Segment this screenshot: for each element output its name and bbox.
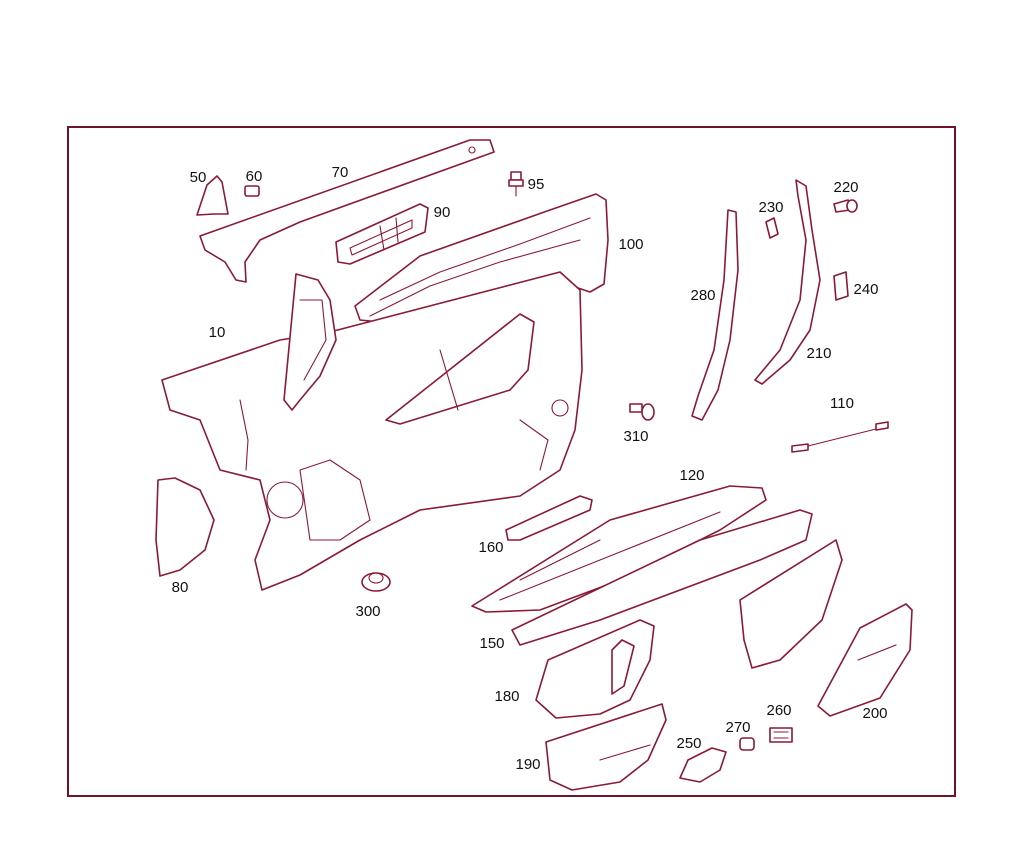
callout-label: 310 <box>623 428 648 445</box>
callout-label: 230 <box>758 199 783 216</box>
part-10-door-inner-panel <box>161 271 583 591</box>
callout-label: 60 <box>246 168 263 185</box>
part-60-clip <box>244 185 260 197</box>
callout-label: 150 <box>479 635 504 652</box>
callout-label: 270 <box>725 719 750 736</box>
callout-label: 10 <box>209 324 226 341</box>
part-260-connector <box>769 727 793 743</box>
part-110-cable <box>791 421 889 453</box>
callout-label: 100 <box>618 236 643 253</box>
callout-label: 80 <box>172 579 189 596</box>
callout-label: 90 <box>434 204 451 221</box>
part-120-armrest-carrier <box>471 485 767 613</box>
part-80-speaker-cover <box>155 477 215 577</box>
callout-label: 190 <box>515 756 540 773</box>
part-210-weatherstrip-trim <box>754 179 821 385</box>
part-300-grommet <box>361 572 391 592</box>
callout-label: 50 <box>190 169 207 186</box>
callout-label: 180 <box>494 688 519 705</box>
part-100-inner-bracket <box>354 193 609 323</box>
part-220-screw <box>833 199 858 213</box>
callout-label: 260 <box>766 702 791 719</box>
part-200-side-cover <box>817 603 913 717</box>
callout-label: 200 <box>862 705 887 722</box>
callout-label: 240 <box>853 281 878 298</box>
part-70-upper-trim <box>199 139 495 283</box>
diagram-frame <box>67 126 956 797</box>
callout-label: 280 <box>690 287 715 304</box>
part-230-clip <box>765 217 779 239</box>
callout-label: 95 <box>528 176 545 193</box>
callout-label: 210 <box>806 345 831 362</box>
part-90-switch-bezel <box>335 203 429 265</box>
callout-label: 250 <box>676 735 701 752</box>
part-250-handle-cap <box>679 747 727 783</box>
callout-label: 220 <box>833 179 858 196</box>
part-180-trim-insert <box>535 539 843 719</box>
callout-label: 300 <box>355 603 380 620</box>
part-150-door-trim-panel <box>511 509 813 646</box>
part-160-pull-handle <box>505 495 593 541</box>
part-190-lower-trim <box>545 703 667 791</box>
callout-label: 160 <box>478 539 503 556</box>
callout-label: 120 <box>679 467 704 484</box>
part-280-pillar-trim <box>691 209 739 421</box>
part-270-bulb <box>739 737 755 751</box>
part-50-corner-cover <box>196 175 229 216</box>
part-240-bracket <box>833 271 849 301</box>
part-310-bolt <box>629 403 655 421</box>
part-95-screw <box>508 171 524 197</box>
callout-label: 110 <box>830 395 854 412</box>
callout-label: 70 <box>332 164 349 181</box>
